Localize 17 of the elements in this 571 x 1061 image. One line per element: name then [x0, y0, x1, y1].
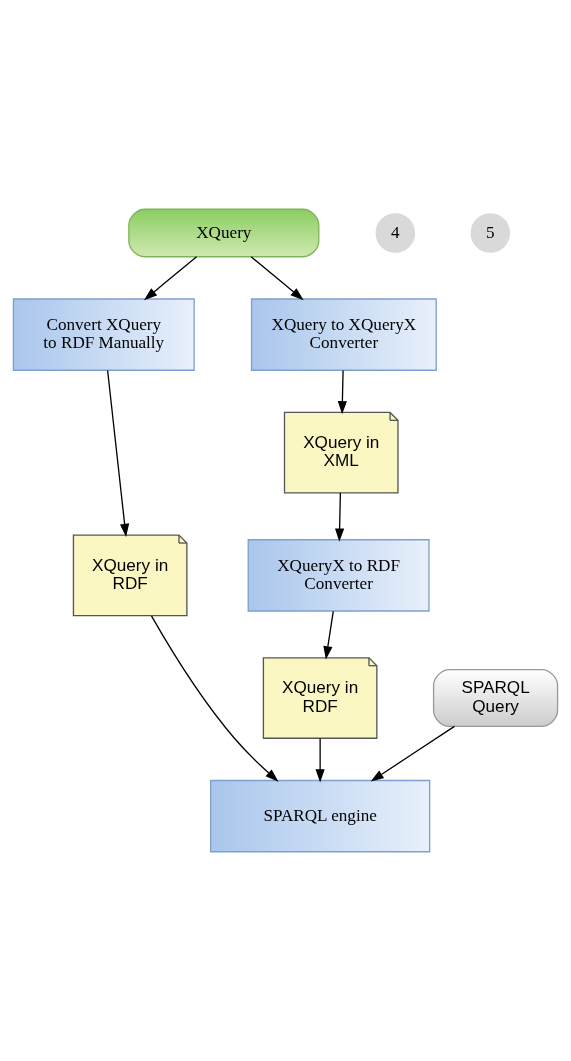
arrow: [143, 256, 198, 301]
node-box: XQuery to XQueryX Converter: [250, 298, 437, 371]
arrow: [334, 492, 345, 542]
arrow: [370, 725, 456, 782]
node-box: XQueryX to RDF Converter: [247, 539, 430, 612]
node-box: XQuery: [128, 208, 320, 258]
node-circle: 4: [375, 213, 416, 253]
node-box: Convert XQuery to RDF Manually: [12, 298, 195, 371]
arrow: [106, 369, 130, 537]
node-circle: 5: [470, 213, 511, 253]
arrow: [337, 369, 347, 415]
node-box: SPARQL Query: [432, 669, 559, 728]
arrow: [150, 615, 279, 782]
arrow: [250, 256, 304, 301]
node-box: SPARQL engine: [210, 779, 431, 853]
arrow: [315, 737, 325, 783]
arrow: [323, 610, 334, 660]
